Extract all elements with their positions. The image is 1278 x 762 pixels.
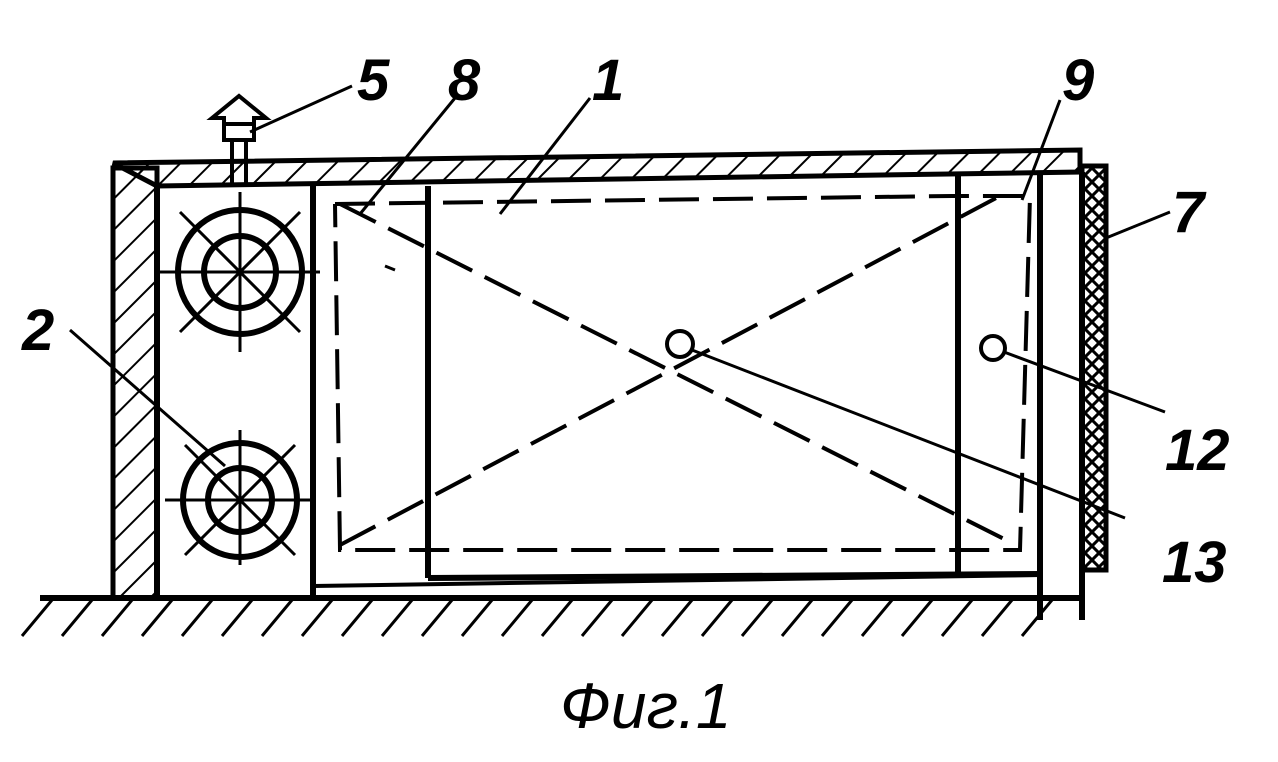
label-1: 1	[592, 48, 624, 113]
ground-hatch-line	[342, 600, 372, 636]
fan-upper	[160, 192, 320, 352]
ground-hatch-line	[862, 600, 892, 636]
ground-hatch-line	[102, 600, 132, 636]
label-9: 9	[1062, 48, 1094, 113]
sensor-12	[981, 336, 1165, 412]
ground-hatch-line	[302, 600, 332, 636]
left-wall	[113, 168, 157, 598]
ground-hatch-line	[782, 600, 812, 636]
ground-hatch-line	[142, 600, 172, 636]
label-12: 12	[1165, 418, 1230, 483]
ground-hatch-line	[422, 600, 452, 636]
ground-hatch-line	[382, 600, 412, 636]
ground-hatch-line	[542, 600, 572, 636]
figure-caption: Фиг.1	[560, 670, 731, 742]
roof	[113, 150, 1080, 186]
label-5: 5	[357, 48, 390, 113]
ground-hatch-line	[222, 600, 252, 636]
fan-lower	[165, 430, 315, 565]
ground-hatch-line	[22, 600, 52, 636]
ground-hatch-line	[942, 600, 972, 636]
ground-hatch-line	[182, 600, 212, 636]
ground-hatch-line	[662, 600, 692, 636]
ground-hatch-line	[742, 600, 772, 636]
ground-hatch-line	[62, 600, 92, 636]
load-outline	[335, 196, 1030, 550]
chamber-1	[313, 172, 1082, 620]
ground-hatch-line	[622, 600, 652, 636]
ground-hatch-line	[462, 600, 492, 636]
ground-hatch-line	[702, 600, 732, 636]
sensor-13	[667, 331, 1125, 518]
ground-hatch-line	[822, 600, 852, 636]
label-13: 13	[1162, 530, 1227, 595]
ground-hatch-line	[262, 600, 292, 636]
ground-hatch-line	[502, 600, 532, 636]
label-2: 2	[21, 298, 54, 363]
ground-hatch-line	[582, 600, 612, 636]
ground	[22, 598, 1082, 636]
label-7: 7	[1172, 180, 1207, 245]
label-8: 8	[448, 48, 481, 113]
ground-hatch-line	[982, 600, 1012, 636]
ground-hatch-line	[902, 600, 932, 636]
